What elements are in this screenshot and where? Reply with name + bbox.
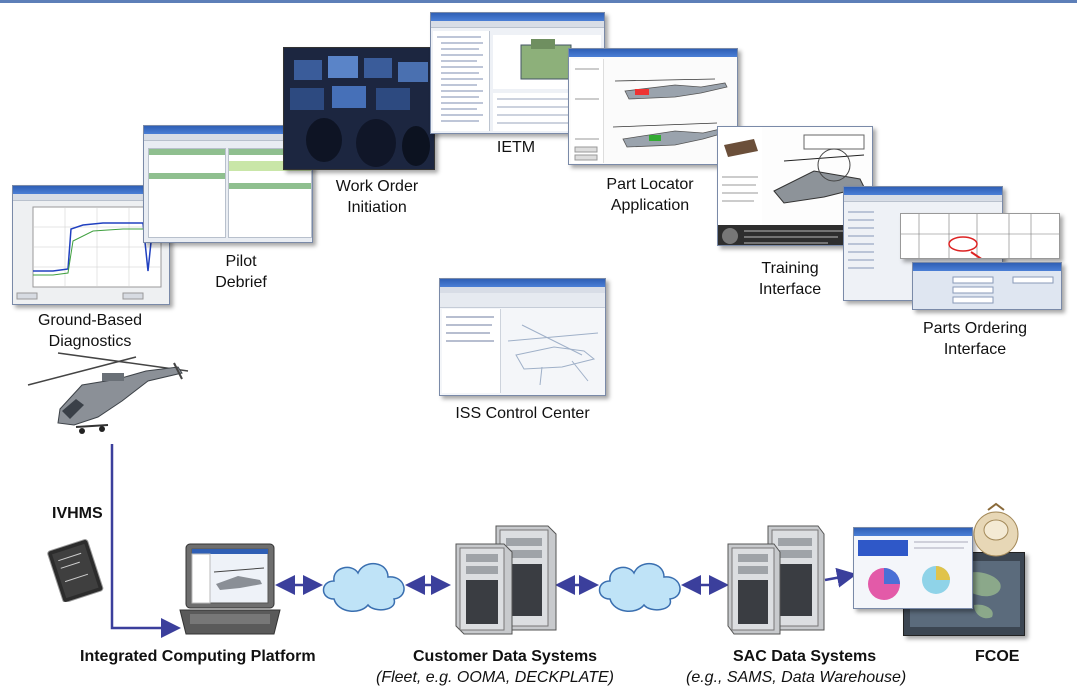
diagnostics-plot [16,206,162,300]
sac-data-servers [727,525,825,635]
network-cloud-2 [598,563,681,612]
customer-data-label: Customer Data Systems [413,648,598,665]
sac-data-sub-label: (e.g., SAMS, Data Warehouse) [686,669,907,686]
ietm-label: IETM [496,139,536,156]
network-cloud-1 [322,563,405,612]
fcoe-emblem-icon [973,502,1019,557]
integrated-computing-platform-laptop [179,543,281,635]
part-locator-screenshot [568,48,738,165]
icp-label: Integrated Computing Platform [80,648,316,665]
iss-control-label: ISS Control Center [455,405,590,422]
customer-data-sub-label: (Fleet, e.g. OOMA, DECKPLATE) [376,669,614,686]
parts-order-form [912,262,1062,310]
ivhms-label: IVHMS [52,505,103,522]
helicopter-icon [27,352,189,434]
top-rule [0,0,1077,3]
helicopter-wireframe [507,324,599,386]
parts-table-window [900,213,1060,259]
sac-data-label: SAC Data Systems [733,648,877,665]
work-order-photo [283,47,435,170]
control-room-image [284,48,434,169]
customer-data-servers [455,525,557,635]
ivhms-memory-card [47,539,104,602]
fcoe-dashboard-screen [853,527,973,609]
iss-control-center-screenshot [439,278,606,396]
fcoe-label: FCOE [975,648,1020,665]
